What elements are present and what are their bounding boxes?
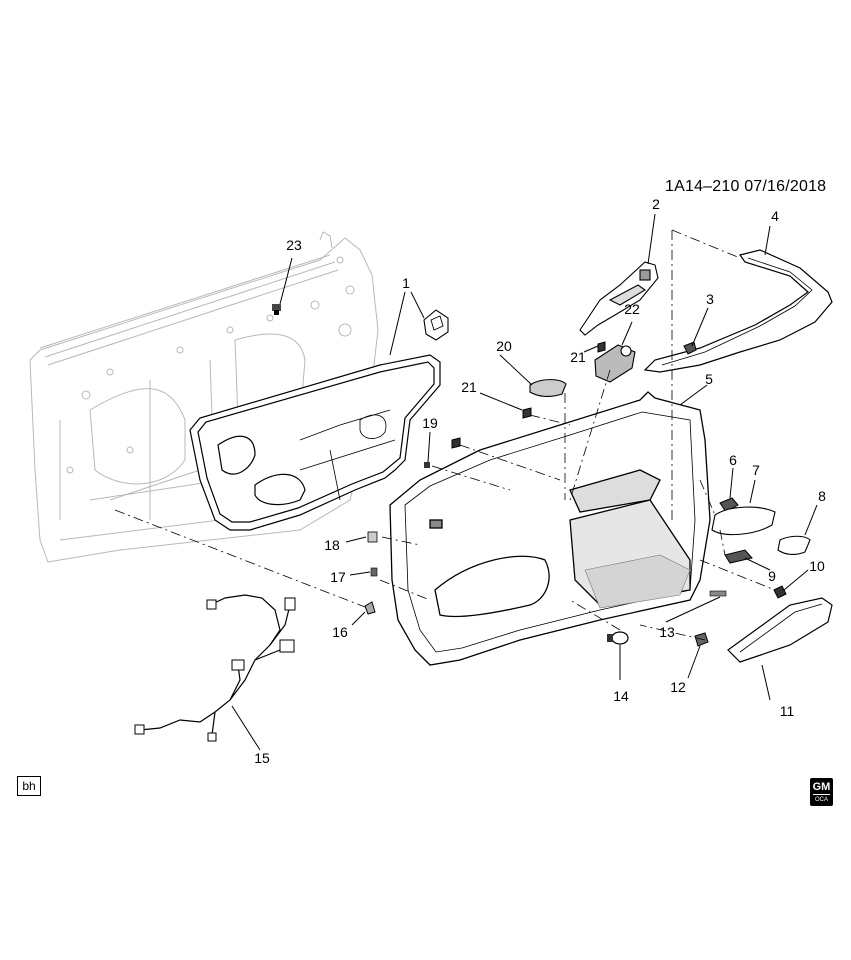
door-frame-outline <box>29 231 379 563</box>
armrest-pad-11 <box>727 597 833 663</box>
nut-16 <box>364 601 376 615</box>
fastener-14 <box>607 631 629 645</box>
callout-19: 19 <box>422 415 438 431</box>
wire-harness-15 <box>139 594 293 736</box>
pull-cup-7 <box>711 506 776 536</box>
callout-23: 23 <box>286 237 302 253</box>
dashed-leader-lines <box>114 229 776 641</box>
fastener-10 <box>773 585 787 599</box>
gm-logo-text: GM <box>812 781 831 793</box>
cover-8 <box>777 535 811 555</box>
callout-9: 9 <box>768 568 776 584</box>
callout-22: 22 <box>624 301 640 317</box>
callout-1: 1 <box>402 275 410 291</box>
callout-2: 2 <box>652 196 660 212</box>
screw-17 <box>370 567 378 577</box>
callout-7: 7 <box>752 462 760 478</box>
water-deflector-panel <box>189 354 441 531</box>
switch-6 <box>719 497 739 513</box>
bh-label-box: bh <box>17 776 41 796</box>
callout-14: 14 <box>613 688 629 704</box>
callout-leader-lines <box>231 213 818 751</box>
pad-13 <box>709 590 727 597</box>
callout-16: 16 <box>332 624 348 640</box>
clip-3 <box>683 341 697 355</box>
callout-21-a: 21 <box>461 379 477 395</box>
callout-21-b: 21 <box>570 349 586 365</box>
callout-13: 13 <box>659 624 675 640</box>
seal-clip <box>423 309 449 341</box>
pin-19 <box>424 462 430 468</box>
callout-12: 12 <box>670 679 686 695</box>
handle-insert-20 <box>529 379 567 397</box>
screw-21-switch <box>597 341 606 353</box>
diagram-code-date: 1A14–210 07/16/2018 <box>665 178 827 195</box>
trim-strip-4 <box>643 249 833 373</box>
callout-18: 18 <box>324 537 340 553</box>
callout-labels: 1 2 3 4 5 6 7 8 9 10 11 12 13 14 15 16 1… <box>254 196 826 766</box>
clip-18 <box>367 531 378 543</box>
callout-8: 8 <box>818 488 826 504</box>
connector-9 <box>724 549 753 564</box>
harness-connectors <box>134 597 296 742</box>
window-switch <box>594 344 636 383</box>
callout-11: 11 <box>780 703 795 719</box>
callout-20: 20 <box>496 338 512 354</box>
callout-3: 3 <box>706 291 714 307</box>
callout-10: 10 <box>809 558 825 574</box>
callout-4: 4 <box>771 208 779 224</box>
window-switch-bezel <box>579 261 659 336</box>
gm-logo-subtext: OCA <box>814 797 828 803</box>
callout-15: 15 <box>254 750 270 766</box>
screw-21-upper <box>522 407 532 419</box>
callout-17: 17 <box>330 569 346 585</box>
screw-21-lower <box>451 437 461 449</box>
push-pin-23 <box>272 304 281 315</box>
speaker-grille <box>584 554 691 609</box>
gm-logo: GM OCA <box>810 778 833 806</box>
callout-5: 5 <box>705 371 713 387</box>
callout-6: 6 <box>729 452 737 468</box>
